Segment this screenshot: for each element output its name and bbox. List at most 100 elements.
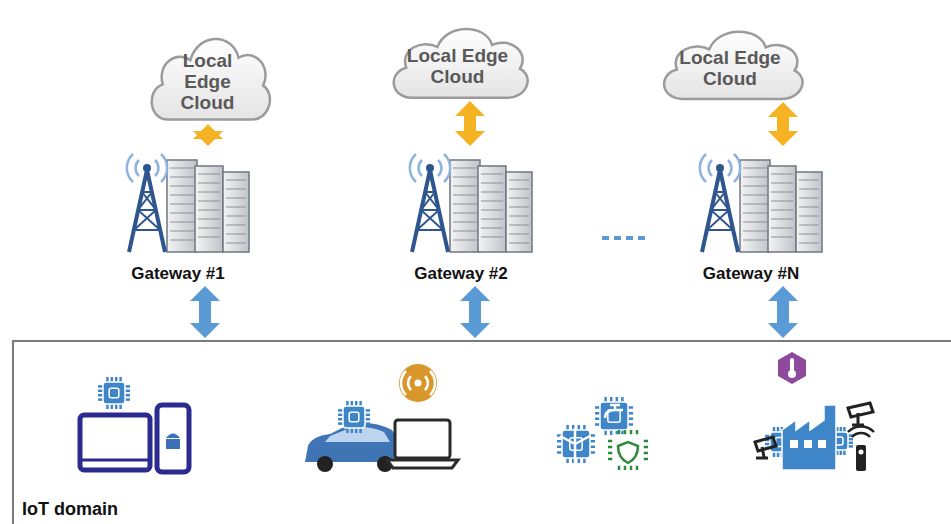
factory-sensors-icon-part: [755, 437, 776, 458]
gateway-illustration-part: [478, 166, 506, 252]
gateway-illustration-part: [743, 240, 767, 241]
chip-icon-part: [349, 412, 359, 422]
gateway-illustration-part: [481, 174, 503, 175]
gateway-illustration-part: [453, 186, 477, 187]
factory-sensors-icon-part: [818, 440, 826, 448]
gateway-illustration-part: [481, 219, 503, 220]
utility-chips-icon: [560, 405, 638, 468]
gateway-illustration-part: [509, 216, 529, 217]
factory-sensors-icon-part: [782, 405, 836, 470]
gateway-illustration: [95, 148, 255, 258]
gateway-illustration-part: [771, 228, 793, 229]
gateway-illustration-part: [771, 192, 793, 193]
gateway-illustration-part: [716, 164, 724, 172]
gateway-illustration: [668, 148, 828, 258]
domain-label: IoT domain: [22, 499, 118, 520]
cloud-label: Local Edge Cloud: [159, 51, 257, 114]
gateway-illustration-part: [481, 201, 503, 202]
utility-chips-icon-part: [560, 428, 590, 468]
gateway-illustration-part: [509, 180, 529, 181]
gateway-illustration-part: [453, 231, 477, 232]
cloud-shape-part: [151, 39, 269, 120]
gateway-illustration-part: [226, 243, 246, 244]
car-laptop-icon-part: [387, 460, 458, 468]
gateway-illustration-part: [509, 198, 529, 199]
cloud-label: Local Edge Cloud: [672, 48, 789, 90]
gateway-label: Gateway #2: [378, 264, 544, 284]
gateway-illustration-part: [134, 192, 160, 230]
gateway-illustration-part: [170, 240, 194, 241]
gateway-illustration-part: [771, 219, 793, 220]
gateway-illustration-part: [799, 207, 819, 208]
factory-sensors-icon-part: [848, 426, 874, 437]
gateway-illustration-part: [743, 222, 767, 223]
gateway-illustration-part: [426, 164, 434, 172]
gateway-illustration-part: [481, 183, 503, 184]
double-arrow: [193, 124, 223, 146]
gateway-illustration-part: [127, 154, 167, 182]
ellipsis-dots-part: [602, 236, 609, 240]
gateway-illustration-part: [170, 213, 194, 214]
gateway-illustration-part: [799, 234, 819, 235]
gateway-illustration-part: [226, 198, 246, 199]
chip-icon: [595, 397, 633, 435]
gateway-illustration-part: [700, 154, 740, 182]
tablet-phone-icon: [80, 405, 189, 472]
gateway-illustration-part: [481, 210, 503, 211]
double-arrow: [768, 102, 798, 146]
gateway-illustration-part: [707, 192, 733, 230]
gateway-illustration-part: [143, 164, 151, 172]
gateway-illustration-part: [453, 240, 477, 241]
gateway-illustration-part: [170, 222, 194, 223]
gateway-illustration-part: [743, 168, 767, 169]
edge-cloud: Local Edge Cloud: [655, 20, 805, 106]
gateway-illustration-part: [509, 225, 529, 226]
gateway-illustration-part: [799, 243, 819, 244]
gateway-illustration-part: [226, 225, 246, 226]
gateway-illustration-part: [771, 183, 793, 184]
gateway-illustration-part: [740, 160, 770, 252]
gateway-illustration-part: [771, 174, 793, 175]
cloud-shape-part: [664, 32, 803, 99]
gateway-illustration-part: [195, 166, 223, 252]
gateway-illustration-part: [170, 168, 194, 169]
cloud-shape-part: [394, 29, 528, 98]
tablet-phone-icon-part: [166, 434, 180, 439]
car-laptop-icon: [305, 364, 458, 472]
iot-domain-region: IoT domain: [12, 340, 951, 524]
gateway-illustration-part: [226, 207, 246, 208]
gateway-illustration-part: [198, 174, 220, 175]
double-arrow: [455, 101, 485, 146]
chip-icon: [608, 430, 648, 470]
cloud-label: Local Edge Cloud: [401, 46, 514, 88]
tablet-phone-icon-part: [166, 439, 180, 449]
ellipsis-dots: [602, 236, 645, 240]
car-laptop-icon-part: [325, 427, 390, 442]
gateway-node: Gateway #1: [95, 148, 261, 284]
chip-icon-part: [103, 382, 125, 404]
gateway-illustration-part: [223, 172, 249, 252]
factory-sensors-icon-part: [788, 370, 796, 378]
tablet-phone-icon-part: [157, 405, 189, 472]
gateway-illustration-part: [453, 222, 477, 223]
tablet-phone-icon-part: [80, 415, 150, 470]
gateway-illustration-part: [743, 186, 767, 187]
gateway-illustration-part: [198, 183, 220, 184]
gateway-illustration-part: [198, 219, 220, 220]
gateway-illustration-part: [226, 180, 246, 181]
gateway-label: Gateway #1: [95, 264, 261, 284]
gateway-illustration-part: [198, 237, 220, 238]
gateway-illustration-part: [799, 180, 819, 181]
chip-icon-part: [600, 402, 628, 430]
gateway-illustration-part: [170, 231, 194, 232]
car-laptop-icon-part: [415, 380, 422, 387]
gateway-illustration-part: [771, 201, 793, 202]
gateway-illustration-part: [509, 243, 529, 244]
edge-cloud: Local Edge Cloud: [144, 25, 272, 128]
gateway-illustration-part: [481, 228, 503, 229]
gateway-illustration-part: [743, 231, 767, 232]
gateway-illustration-part: [198, 192, 220, 193]
gateway-illustration: [378, 148, 538, 258]
ellipsis-dots-part: [626, 236, 633, 240]
gateway-illustration-part: [743, 195, 767, 196]
